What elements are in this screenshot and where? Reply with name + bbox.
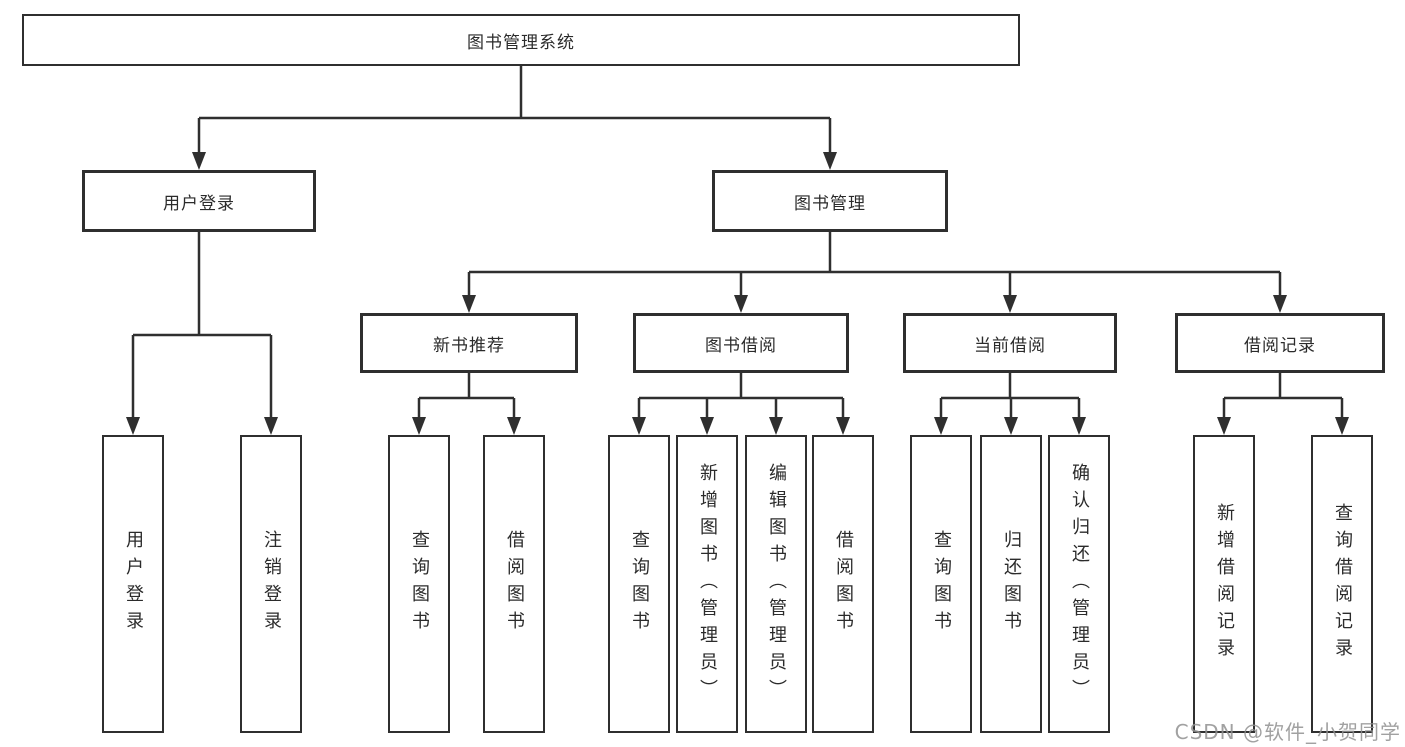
node-book-management-system: 图书管理系统 xyxy=(22,14,1020,66)
node-book-management-branch: 图书管理 xyxy=(712,170,948,232)
leaf-borrow-books-1-label: 借阅图书 xyxy=(504,530,525,638)
leaf-query-borrow-record-label: 查询借阅记录 xyxy=(1332,503,1353,665)
node-new-book-recommendation: 新书推荐 xyxy=(360,313,578,373)
leaf-add-book-admin-label: 新增图书（管理员） xyxy=(697,462,718,706)
leaf-logout: 注销登录 xyxy=(240,435,302,733)
leaf-return-books: 归还图书 xyxy=(980,435,1042,733)
leaf-query-books-1: 查询图书 xyxy=(388,435,450,733)
node-book-borrowing: 图书借阅 xyxy=(633,313,849,373)
leaf-confirm-return-admin: 确认归还（管理员） xyxy=(1048,435,1110,733)
leaf-confirm-return-admin-label: 确认归还（管理员） xyxy=(1069,462,1090,706)
node-borrowing-records: 借阅记录 xyxy=(1175,313,1385,373)
leaf-query-books-3-label: 查询图书 xyxy=(931,530,952,638)
leaf-add-borrow-record: 新增借阅记录 xyxy=(1193,435,1255,733)
leaf-add-book-admin: 新增图书（管理员） xyxy=(676,435,738,733)
csdn-watermark: CSDN @软件_小贺同学 xyxy=(1174,720,1401,744)
node-user-login-branch: 用户登录 xyxy=(82,170,316,232)
leaf-logout-label: 注销登录 xyxy=(261,530,282,638)
tree-edges xyxy=(126,66,1349,435)
leaf-query-books-1-label: 查询图书 xyxy=(409,530,430,638)
leaf-user-login-label: 用户登录 xyxy=(123,530,144,638)
leaf-query-books-2-label: 查询图书 xyxy=(629,530,650,638)
leaf-borrow-books-1: 借阅图书 xyxy=(483,435,545,733)
leaf-query-borrow-record: 查询借阅记录 xyxy=(1311,435,1373,733)
node-current-borrowing: 当前借阅 xyxy=(903,313,1117,373)
leaf-query-books-2: 查询图书 xyxy=(608,435,670,733)
leaf-edit-book-admin-label: 编辑图书（管理员） xyxy=(766,462,787,706)
leaf-user-login: 用户登录 xyxy=(102,435,164,733)
leaf-borrow-books-2: 借阅图书 xyxy=(812,435,874,733)
leaf-edit-book-admin: 编辑图书（管理员） xyxy=(745,435,807,733)
leaf-return-books-label: 归还图书 xyxy=(1001,530,1022,638)
leaf-add-borrow-record-label: 新增借阅记录 xyxy=(1214,503,1235,665)
leaf-query-books-3: 查询图书 xyxy=(910,435,972,733)
leaf-borrow-books-2-label: 借阅图书 xyxy=(833,530,854,638)
